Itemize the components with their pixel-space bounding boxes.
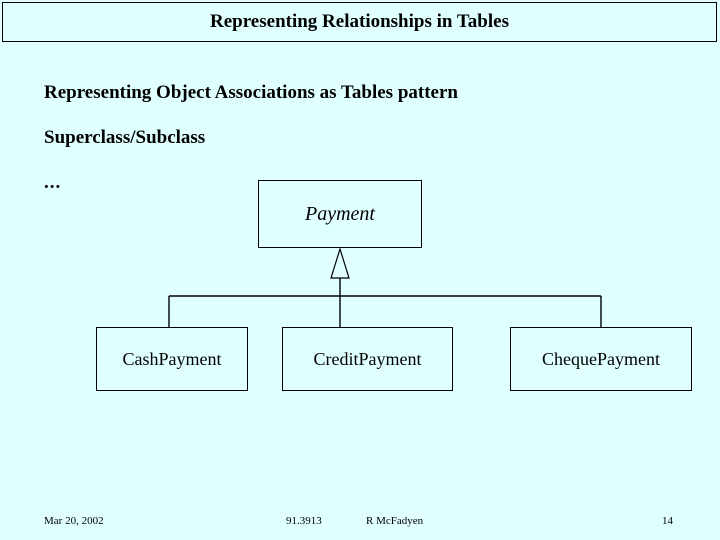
heading-superclass-subclass: Superclass/Subclass <box>44 127 206 148</box>
footer-course-number: 91.3913 <box>286 515 322 527</box>
class-box-cash-payment: CashPayment <box>96 327 248 391</box>
page-title: Representing Relationships in Tables <box>210 11 509 32</box>
heading-pattern-name: Representing Object Associations as Tabl… <box>44 82 458 103</box>
class-label-credit-payment: CreditPayment <box>313 348 422 369</box>
heading-ellipsis: ... <box>44 172 62 193</box>
title-box: Representing Relationships in Tables <box>2 2 717 42</box>
footer-author: R McFadyen <box>366 515 424 527</box>
footer-date: Mar 20, 2002 <box>44 515 104 527</box>
class-label-cash-payment: CashPayment <box>122 348 222 369</box>
class-label-payment: Payment <box>305 202 375 225</box>
class-box-cheque-payment: ChequePayment <box>510 327 692 391</box>
class-label-cheque-payment: ChequePayment <box>542 348 660 369</box>
class-box-payment: Payment <box>258 180 422 248</box>
generalization-triangle-icon <box>330 246 350 279</box>
footer-page-number: 14 <box>662 515 673 527</box>
class-box-credit-payment: CreditPayment <box>282 327 453 391</box>
